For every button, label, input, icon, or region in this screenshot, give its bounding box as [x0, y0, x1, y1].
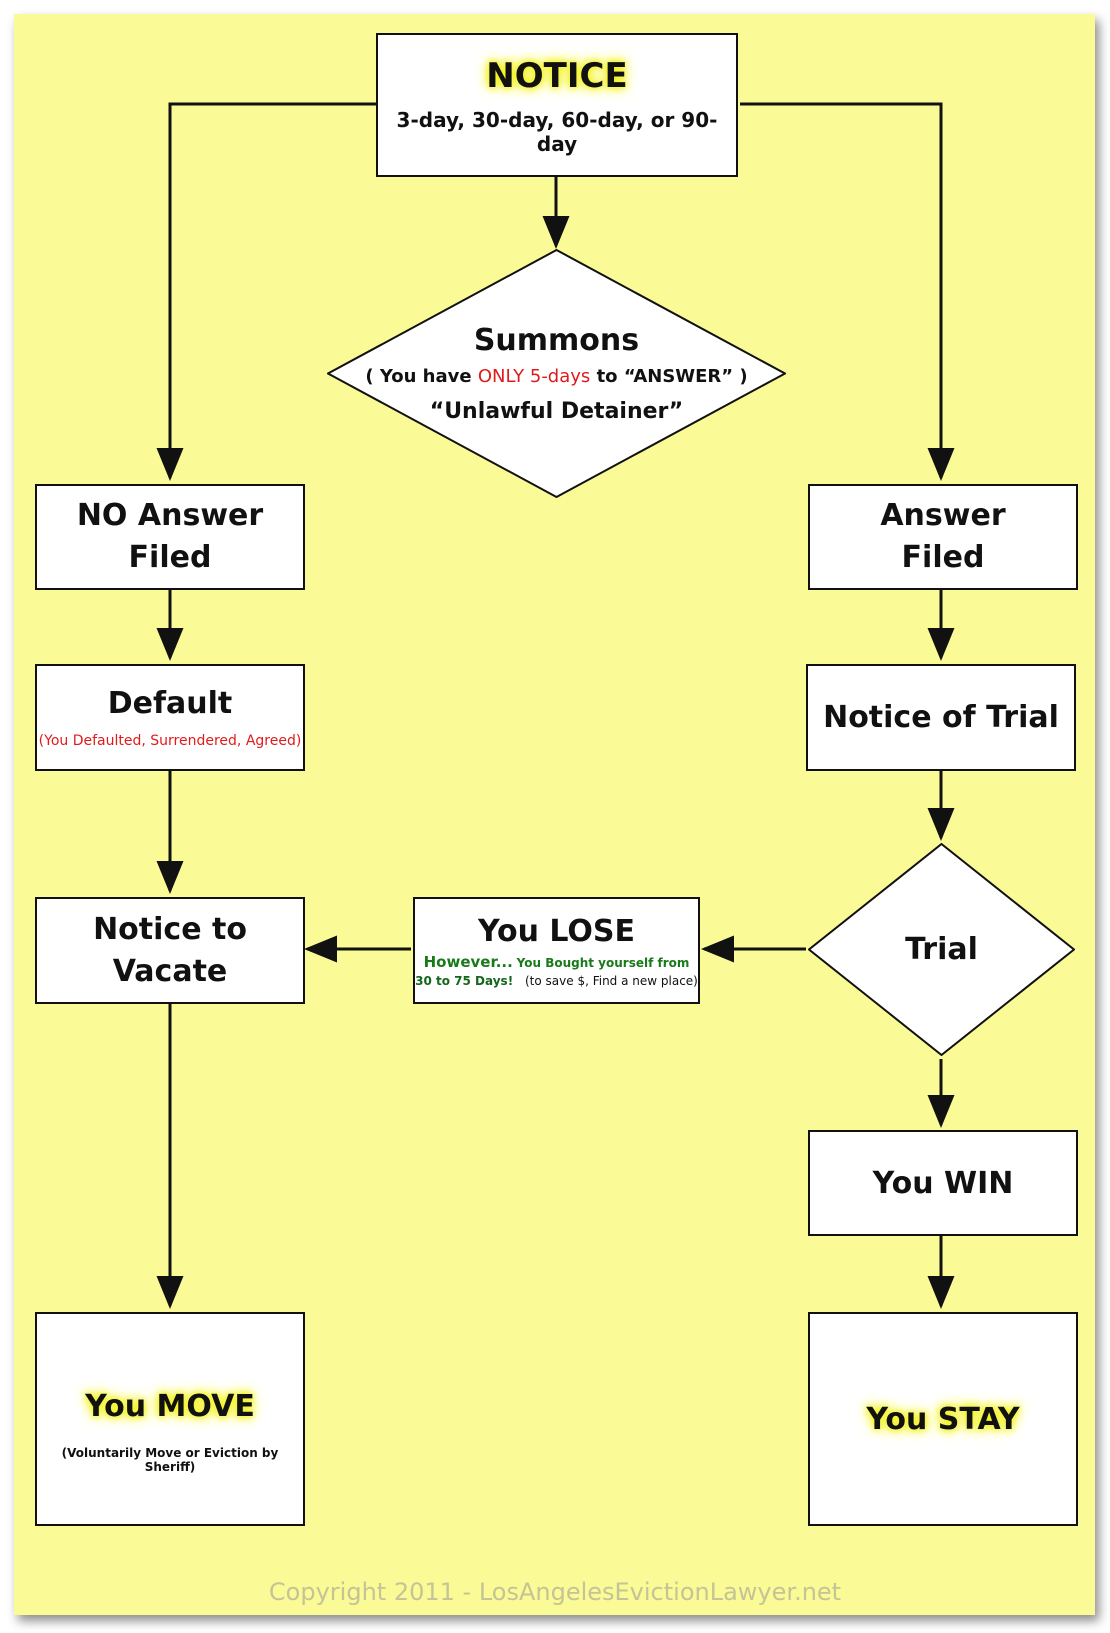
- trial-label: Trial: [905, 932, 978, 967]
- notice-to-vacate-label: Notice to Vacate: [93, 911, 247, 989]
- summons-deadline-prefix: ( You have: [365, 366, 472, 387]
- you-lose-bought: You Bought yourself from: [516, 955, 690, 970]
- you-stay-title: You STAY: [866, 1401, 1020, 1437]
- you-lose-box: You LOSE However... You Bought yourself …: [413, 897, 700, 1004]
- trial-diamond: Trial: [808, 843, 1075, 1056]
- notice-to-vacate-box: Notice to Vacate: [35, 897, 305, 1004]
- you-win-box: You WIN: [808, 1130, 1078, 1236]
- arrow-notice-to-answer: [740, 102, 955, 481]
- you-lose-line2: 30 to 75 Days! (to save $, Find a new pl…: [415, 974, 698, 988]
- answer-label: Answer Filed: [880, 498, 1006, 575]
- notice-subtitle: 3-day, 30-day, 60-day, or 90-day: [396, 108, 718, 156]
- notice-box: NOTICE 3-day, 30-day, 60-day, or 90-day: [376, 33, 738, 177]
- answer-box: Answer Filed: [808, 484, 1078, 590]
- default-note: (You Defaulted, Surrendered, Agreed): [38, 733, 302, 749]
- notice-of-trial-box: Notice of Trial: [806, 664, 1076, 771]
- summons-detainer: “Unlawful Detainer”: [429, 399, 684, 424]
- arrow-notice-to-no-answer: [156, 102, 378, 481]
- you-lose-however: However...: [423, 952, 513, 971]
- you-move-note: (Voluntarily Move or Eviction by Sheriff…: [61, 1445, 279, 1474]
- you-win-label: You WIN: [872, 1165, 1014, 1201]
- summons-deadline-suffix: to “ANSWER” ): [596, 366, 748, 387]
- copyright-text: Copyright 2011 - LosAngelesEvictionLawye…: [268, 1578, 842, 1606]
- no-answer-box: NO Answer Filed: [35, 484, 305, 590]
- no-answer-label: NO Answer Filed: [76, 498, 264, 575]
- notice-title: NOTICE: [486, 56, 628, 96]
- summons-title: Summons: [473, 323, 640, 358]
- default-title: Default: [107, 686, 233, 721]
- you-lose-title: You LOSE: [477, 913, 636, 949]
- summons-diamond: Summons ( You have ONLY 5-days to “ANSWE…: [327, 249, 786, 498]
- summons-deadline-highlight: ONLY 5-days: [477, 366, 591, 387]
- you-move-title: You MOVE: [85, 1388, 255, 1424]
- you-lose-days: 30 to 75 Days!: [415, 973, 514, 988]
- you-move-box: You MOVE (Voluntarily Move or Eviction b…: [35, 1312, 305, 1526]
- you-stay-box: You STAY: [808, 1312, 1078, 1526]
- you-lose-line1: However... You Bought yourself from: [424, 953, 690, 971]
- you-lose-save: (to save $, Find a new place): [525, 973, 698, 988]
- notice-of-trial-label: Notice of Trial: [823, 700, 1059, 735]
- default-box: Default (You Defaulted, Surrendered, Agr…: [35, 664, 305, 771]
- summons-deadline: ( You have ONLY 5-days to “ANSWER” ): [365, 366, 747, 387]
